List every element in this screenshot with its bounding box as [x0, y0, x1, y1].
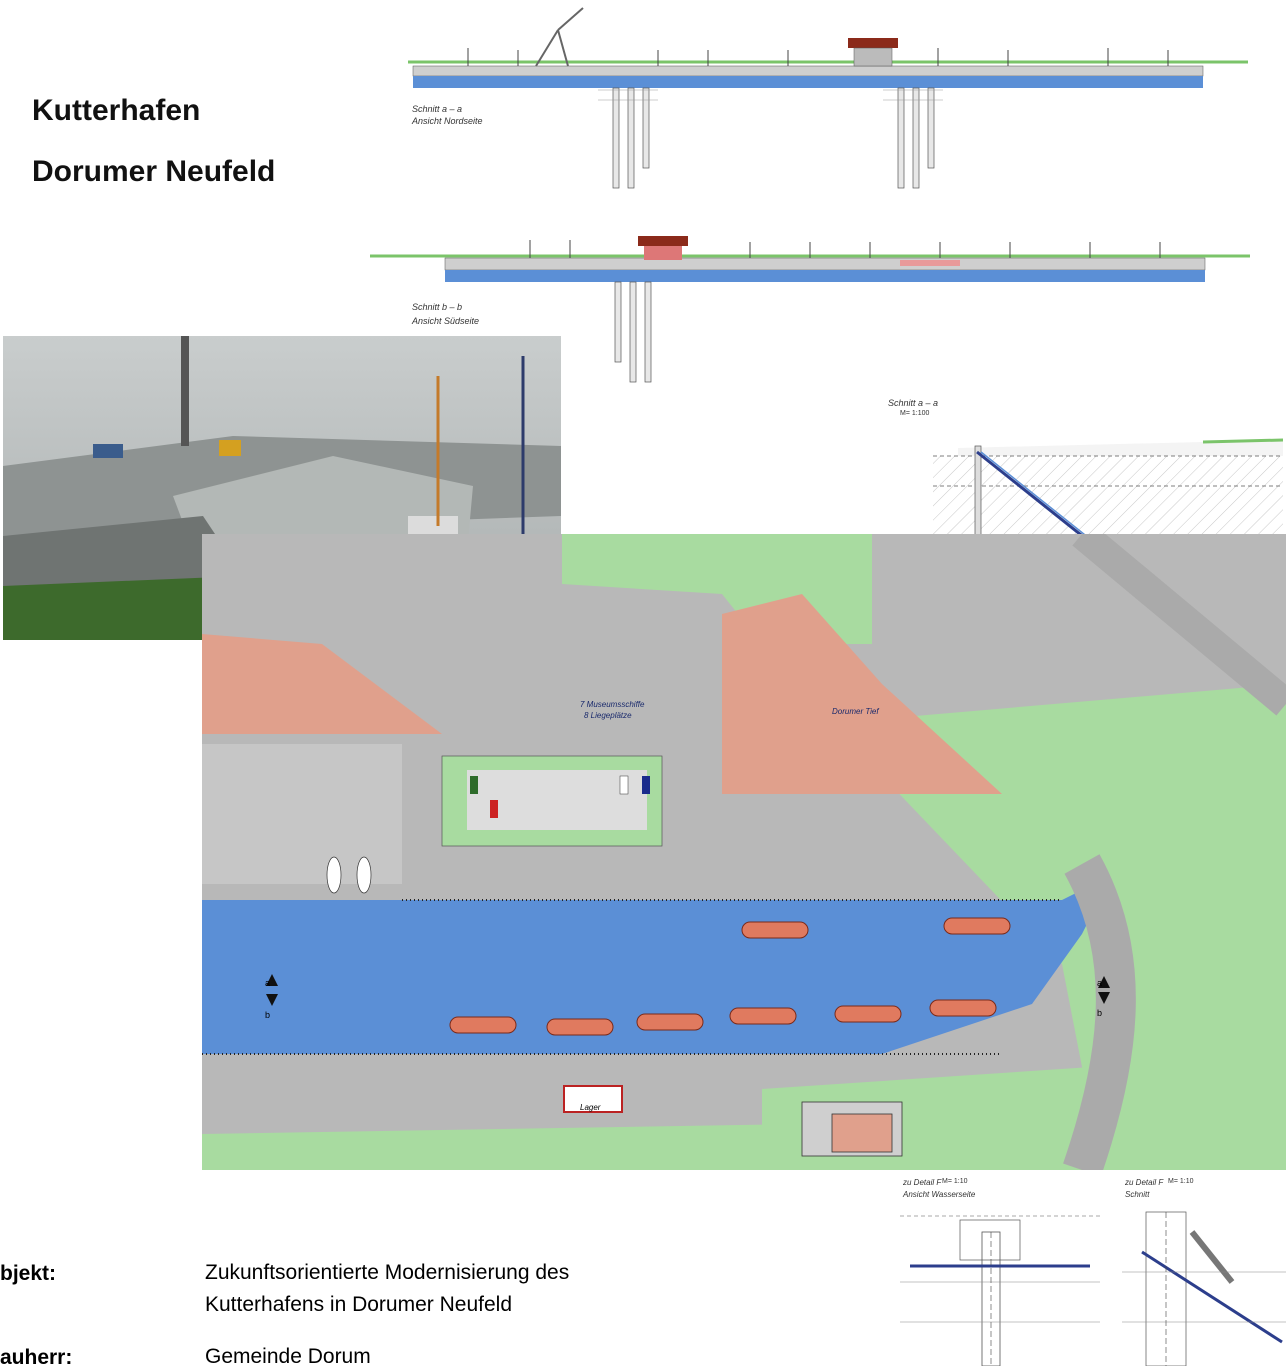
- detail-view-scale: M= 1:10: [942, 1178, 968, 1185]
- section-b-label: Schnitt b – b: [412, 302, 463, 312]
- detail-section-drawing: [1122, 1192, 1286, 1366]
- page-title-line1: Kutterhafen: [32, 94, 201, 127]
- marker-b-right: b: [1097, 1008, 1103, 1018]
- detail-section-sublabel: Schnitt: [1125, 1190, 1150, 1199]
- detail-view-drawing: [900, 1192, 1100, 1366]
- basin-label-1: 7 Museumsschiffe: [580, 700, 645, 709]
- detail-view-label: zu Detail F: [903, 1178, 942, 1187]
- object-value-line2: Kutterhafens in Dorumer Neufeld: [205, 1293, 512, 1316]
- section-b-sublabel: Ansicht Südseite: [412, 316, 480, 326]
- object-value-line1: Zukunftsorientierte Modernisierung des: [205, 1261, 570, 1284]
- site-plan: [202, 534, 1286, 1170]
- client-value: Gemeinde Dorum: [205, 1345, 371, 1368]
- basin-label-2: 8 Liegeplätze: [584, 711, 632, 720]
- section-a-drawing: [408, 0, 1248, 200]
- client-label: auherr:: [0, 1346, 73, 1369]
- section-a-sublabel: Ansicht Nordseite: [412, 116, 483, 126]
- page-title-line2: Dorumer Neufeld: [32, 155, 276, 188]
- detail-section-scale: M= 1:10: [1168, 1178, 1194, 1185]
- marker-a-right: a: [1097, 978, 1103, 988]
- storage-label: Lager: [580, 1103, 601, 1112]
- section-b-drawing: [370, 218, 1250, 388]
- object-label: bjekt:: [0, 1262, 57, 1285]
- basin-label-3: Dorumer Tief: [832, 707, 879, 716]
- section-detail-scale: M= 1:100: [900, 410, 930, 417]
- section-a-label: Schnitt a – a: [412, 104, 463, 114]
- marker-b-left: b: [265, 1010, 271, 1020]
- detail-view-sublabel: Ansicht Wasserseite: [903, 1190, 976, 1199]
- marker-a-left: a: [265, 978, 271, 988]
- section-detail-label: Schnitt a – a: [888, 398, 939, 408]
- detail-section-label: zu Detail F: [1125, 1178, 1164, 1187]
